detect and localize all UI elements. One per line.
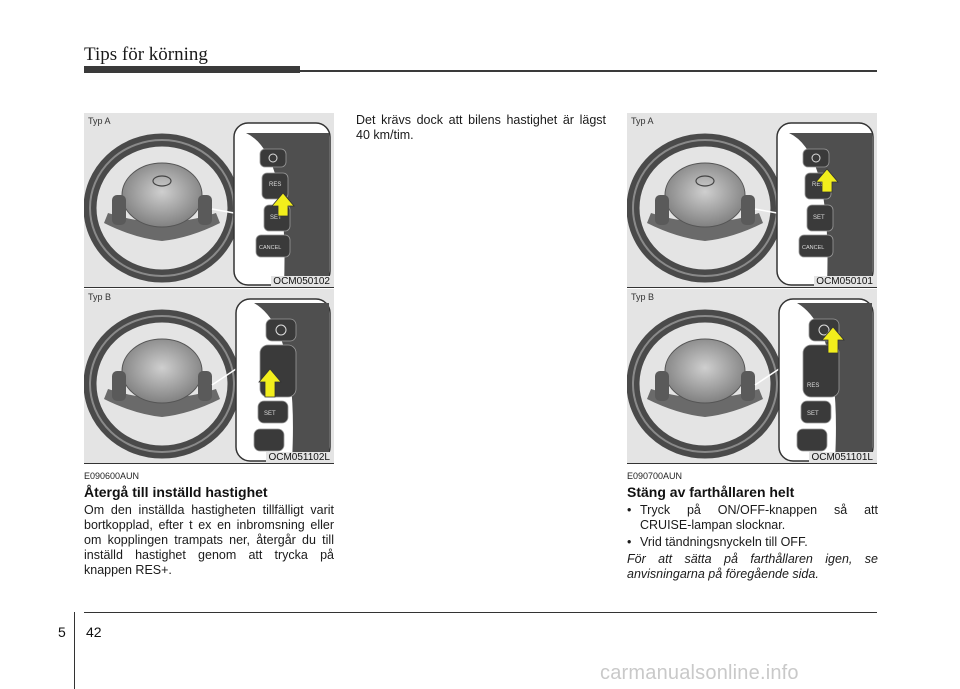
bullet-text: Vrid tändningsnyckeln till OFF. — [640, 535, 808, 549]
set-switch-label: SET — [813, 215, 825, 221]
set-switch-label: SET — [264, 411, 276, 417]
section-heading: Återgå till inställd hastighet — [84, 484, 268, 500]
figure-code: OCM050102 — [271, 276, 332, 287]
res-switch-label: RES — [812, 182, 824, 188]
steering-wheel-illustration: SET — [84, 298, 331, 462]
italic-note: För att sätta på farthållaren igen, se a… — [627, 552, 878, 581]
figure-code: OCM051102L — [266, 452, 332, 463]
bullet-dot-icon: • — [627, 503, 632, 517]
figure-rule — [84, 287, 334, 288]
figure-rule — [627, 463, 877, 464]
figure-code: OCM050101 — [814, 276, 875, 287]
bullet-text: Tryck på ON/OFF-knappen så att CRUISE-la… — [640, 503, 878, 532]
speed-requirement-note: Det krävs dock att bilens hastighet är l… — [356, 113, 606, 142]
res-switch-label: RES — [807, 383, 819, 389]
up-arrow-icon — [821, 326, 845, 354]
header-rule-thin — [300, 70, 877, 72]
figure-type-label: Typ A — [631, 116, 654, 126]
up-arrow-icon — [258, 368, 282, 398]
steering-wheel-illustration: RES SET CANCEL — [84, 122, 331, 286]
figure-rule — [84, 463, 334, 464]
chapter-number: 5 — [58, 624, 66, 640]
steering-wheel-illustration: RES SET CANCEL — [627, 122, 874, 286]
figure-rule — [627, 287, 877, 288]
figure-type-label: Typ B — [88, 292, 112, 302]
figure-typ-b-resume: SET Typ B OCM051102L — [84, 289, 334, 464]
section-body: Om den inställda hastigheten tillfälligt… — [84, 503, 334, 577]
up-arrow-icon — [815, 168, 839, 193]
set-switch-label: SET — [270, 215, 282, 221]
bullet-item: • Tryck på ON/OFF-knappen så att CRUISE-… — [627, 503, 878, 535]
set-switch-label: SET — [807, 411, 819, 417]
bullet-dot-icon: • — [627, 535, 632, 549]
figure-code: OCM051101L — [809, 452, 875, 463]
res-switch-label: RES — [269, 182, 281, 188]
footer-horizontal-rule — [84, 612, 877, 613]
figure-type-label: Typ B — [631, 292, 655, 302]
cancel-switch-label: CANCEL — [259, 245, 281, 251]
watermark: carmanualsonline.info — [600, 662, 799, 684]
section-code: E090700AUN — [627, 471, 683, 481]
figure-typ-b-off: RES SET Typ B OCM051101L — [627, 289, 877, 464]
figure-type-label: Typ A — [88, 116, 111, 126]
figure-typ-a-resume: RES SET CANCEL Typ A OCM050102 — [84, 113, 334, 288]
section-code: E090600AUN — [84, 471, 140, 481]
footer-vertical-rule — [74, 612, 75, 689]
header-rule-thick — [84, 66, 300, 73]
steering-wheel-illustration: RES SET — [627, 298, 874, 462]
page-number: 42 — [86, 624, 102, 640]
cancel-switch-label: CANCEL — [802, 245, 824, 251]
page-header-title: Tips för körning — [84, 44, 208, 65]
up-arrow-icon — [271, 192, 295, 217]
bullet-item: • Vrid tändningsnyckeln till OFF. — [627, 535, 878, 551]
figure-typ-a-off: RES SET CANCEL Typ A OCM050101 — [627, 113, 877, 288]
section-heading: Stäng av farthållaren helt — [627, 484, 795, 500]
